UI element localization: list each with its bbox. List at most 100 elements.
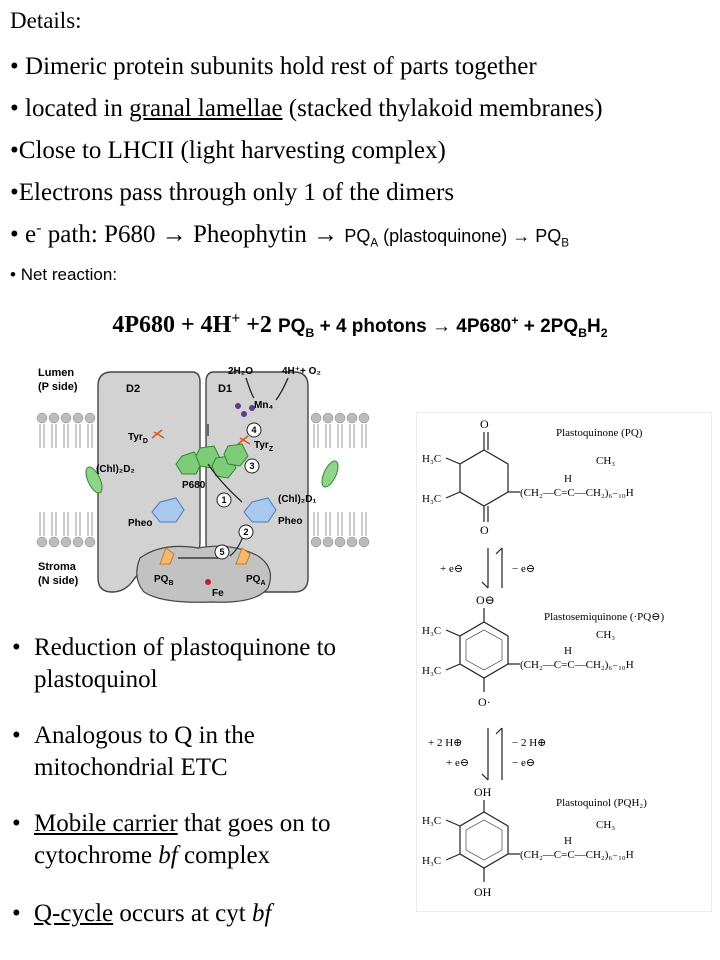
d1-label: D1 (218, 383, 232, 395)
pq-h: H (564, 473, 572, 485)
bullet: • (10, 265, 16, 284)
bullet: • (12, 634, 21, 661)
plus-e-1: + e⊖ (440, 563, 463, 575)
tyrd-icon (151, 429, 165, 439)
minus-e-2: − e⊖ (512, 757, 535, 769)
bf-term: bf (158, 842, 178, 869)
bullet-text-part: complex (177, 842, 271, 869)
eq-sub: B (305, 325, 315, 340)
eq-part: H (587, 316, 601, 337)
accessory-chlorophylls (85, 460, 339, 494)
n-side-label: (N side) (38, 575, 79, 587)
minus-2h: − 2 H⊕ (512, 737, 546, 749)
plus-e-2: + e⊖ (446, 757, 469, 769)
pq-h3c-1: H₃C (422, 453, 441, 465)
bottom-bullet-4: • Q-cycle occurs at cyt bf (12, 898, 392, 930)
bullet: • (10, 221, 19, 248)
p680-chlorophylls (175, 443, 249, 479)
fe-icon (205, 579, 211, 585)
bottom-bullet-2: • Analogous to Q in the mitochondrial ET… (12, 720, 392, 784)
detail-text: path: P680 → Pheophytin → (41, 221, 345, 248)
minus-e-1: − e⊖ (512, 563, 535, 575)
quinone-icons (159, 547, 251, 565)
bullet: • (10, 179, 19, 206)
d2-label: D2 (126, 383, 140, 395)
detail-bullet-4: •Electrons pass through only 1 of the di… (10, 178, 454, 208)
detail-text: (stacked thylakoid membranes) (282, 95, 603, 122)
bullet: • (10, 95, 19, 122)
mn-cluster-icon (235, 403, 241, 409)
pqb-subscript: B (561, 236, 570, 250)
step-1: 1 (221, 495, 226, 505)
detail-text: located in (25, 95, 130, 122)
pq-chain: (CH₂—C=C—CH₂)₆₋₁₀H (520, 487, 634, 499)
eq-part: 4P680 + 4H (112, 312, 232, 338)
step-3: 3 (249, 461, 254, 471)
detail-text: (plastoquinone) → PQ (378, 226, 562, 246)
step-5: 5 (219, 547, 224, 557)
bullet-text-part: that goes on to cytochrome (34, 810, 331, 869)
pheophytins (151, 497, 277, 523)
psq-o-rad: O· (478, 695, 491, 709)
detail-bullet-6: • Net reaction: (10, 260, 117, 290)
bf-term: bf (251, 900, 272, 927)
detail-bullet-3: •Close to LHCII (light harvesting comple… (10, 136, 446, 166)
eq-sub: B (578, 325, 588, 340)
photosystem-ii-diagram: Lumen (P side) Stroma (N side) D2 D1 2H₂… (36, 366, 370, 603)
detail-bullet-2: • located in granal lamellae (stacked th… (10, 94, 603, 124)
pqh2-h: H (564, 835, 572, 847)
eq-sup: + (511, 313, 519, 328)
plastoquinol-structure (445, 800, 520, 882)
bottom-bullet-1: • Reduction of plastoquinone to plastoqu… (12, 632, 392, 696)
eq-part: +2 (240, 312, 278, 338)
step-circles (214, 422, 262, 560)
pqh2-oh-top: OH (474, 785, 492, 799)
electron-symbol: e (25, 221, 37, 248)
psq-h3c-2: H₃C (422, 665, 441, 677)
pheo-right-label: Pheo (278, 516, 302, 527)
detail-text: Dimeric protein subunits hold rest of pa… (25, 53, 537, 80)
pq-h3c-2: H₃C (422, 493, 441, 505)
plastoquinone-structure (445, 432, 520, 522)
bullet-text-part: occurs at cyt (113, 900, 252, 927)
pqh2-name: Plastoquinol (PQH₂) (556, 797, 647, 809)
bullet: • (12, 722, 21, 749)
granal-lamellae-term: granal lamellae (129, 95, 283, 122)
eq-part: + 2PQ (518, 316, 579, 337)
bullet: • (10, 137, 19, 164)
plastosemiquinone-structure (445, 608, 520, 692)
detail-bullet-5: • e- path: P680 → Pheophytin → PQA (plas… (10, 220, 569, 251)
redox-arrows-2 (481, 727, 503, 781)
mn-cluster-icon (241, 411, 247, 417)
pqa-label: PQA (246, 574, 266, 587)
mobile-carrier-term: Mobile carrier (34, 810, 178, 837)
psq-chain: (CH₂—C=C—CH₂)₆₋₁₀H (520, 659, 634, 671)
details-heading: Details: (10, 8, 82, 33)
pqh2-oh-bottom: OH (474, 885, 492, 899)
step-4: 4 (251, 425, 256, 435)
pqa-subscript: A (370, 236, 379, 250)
pqa-label: PQ (344, 226, 371, 246)
eq-sup: + (231, 310, 241, 327)
plus-2h: + 2 H⊕ (428, 737, 462, 749)
psq-h: H (564, 645, 572, 657)
lumen-label: Lumen (38, 367, 74, 379)
membrane-right (310, 412, 370, 548)
bullet: • (12, 900, 21, 927)
electron-charge: - (36, 218, 42, 237)
step-2: 2 (243, 527, 248, 537)
detail-text: Electrons pass through only 1 of the dim… (18, 179, 455, 206)
bullet-text: Analogous to Q in the mitochondrial ETC (34, 722, 255, 781)
net-reaction-equation: 4P680 + 4H+ +2 PQB + 4 photons → 4P680+ … (0, 310, 720, 340)
mn4-label: Mn₄ (254, 400, 273, 411)
tyrz-label: TyrZ (254, 440, 274, 453)
chl-d2-label: (Chl)₂D₂ (96, 464, 135, 475)
bullet: • (12, 810, 21, 837)
pq-o-top: O (480, 417, 489, 431)
psq-ch3: CH₃ (596, 629, 615, 641)
pq-ch3: CH₃ (596, 455, 615, 467)
tyrz-icon (237, 435, 251, 445)
pqh2-chain: (CH₂—C=C—CH₂)₆₋₁₀H (520, 849, 634, 861)
pqh2-ch3: CH₃ (596, 819, 615, 831)
q-cycle-term: Q-cycle (34, 900, 114, 927)
